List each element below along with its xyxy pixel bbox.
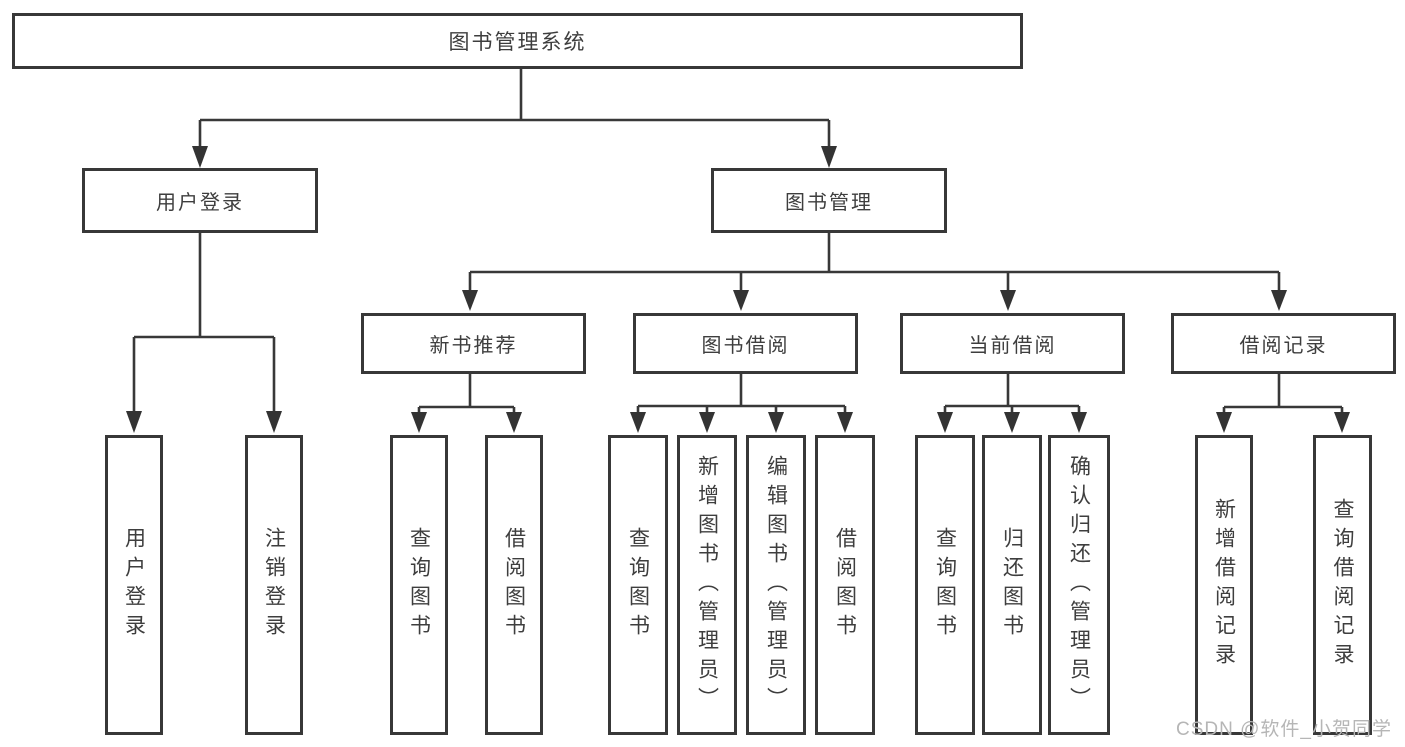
leaf-label: 确认归还（管理员） [1067, 454, 1091, 716]
leaf-label: 查询图书 [933, 527, 957, 643]
leaf-query-borrow-record: 查询借阅记录 [1313, 435, 1372, 735]
leaf-confirm-return-admin: 确认归还（管理员） [1048, 435, 1110, 735]
leaf-label: 用户登录 [122, 527, 146, 643]
node-book-management: 图书管理 [711, 168, 947, 233]
node-label: 借阅记录 [1239, 335, 1328, 357]
leaf-user-login: 用户登录 [105, 435, 163, 735]
leaf-return-books: 归还图书 [982, 435, 1042, 735]
node-current-borrowing: 当前借阅 [900, 313, 1125, 374]
leaf-label: 注销登录 [262, 527, 286, 643]
leaf-query-books-recommend: 查询图书 [390, 435, 448, 735]
leaf-edit-book-admin: 编辑图书（管理员） [746, 435, 806, 735]
node-new-book-recommend: 新书推荐 [361, 313, 586, 374]
leaf-label: 查询图书 [407, 527, 431, 643]
leaf-label: 查询图书 [626, 527, 650, 643]
leaf-label: 借阅图书 [833, 527, 857, 643]
node-label: 用户登录 [156, 192, 244, 214]
leaf-borrow-books: 借阅图书 [815, 435, 875, 735]
node-label: 图书管理系统 [448, 31, 587, 54]
leaf-label: 归还图书 [1000, 527, 1024, 643]
node-user-login: 用户登录 [82, 168, 318, 233]
node-label: 图书借阅 [701, 335, 790, 357]
leaf-label: 新增图书（管理员） [695, 454, 719, 716]
leaf-query-books-current: 查询图书 [915, 435, 975, 735]
node-label: 图书管理 [785, 192, 873, 214]
leaf-label: 查询借阅记录 [1331, 498, 1354, 672]
node-book-borrowing: 图书借阅 [633, 313, 858, 374]
node-label: 新书推荐 [429, 335, 518, 357]
node-label: 当前借阅 [968, 335, 1057, 357]
leaf-logout: 注销登录 [245, 435, 303, 735]
node-library-management-system: 图书管理系统 [12, 13, 1023, 69]
node-borrowing-records: 借阅记录 [1171, 313, 1396, 374]
leaf-label: 借阅图书 [502, 527, 526, 643]
leaf-borrow-books-recommend: 借阅图书 [485, 435, 543, 735]
leaf-label: 新增借阅记录 [1212, 498, 1236, 672]
leaf-add-book-admin: 新增图书（管理员） [677, 435, 737, 735]
leaf-add-borrow-record: 新增借阅记录 [1195, 435, 1253, 735]
leaf-query-books-borrow: 查询图书 [608, 435, 668, 735]
csdn-watermark: CSDN @软件_小贺同学 [1176, 719, 1392, 740]
leaf-label: 编辑图书（管理员） [764, 454, 788, 716]
